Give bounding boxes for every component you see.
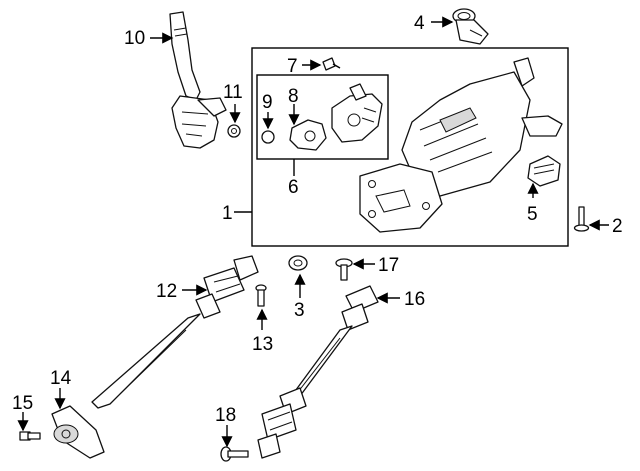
- callout-5: 5: [527, 204, 538, 225]
- callout-7: 7: [287, 56, 298, 77]
- part-12-intermediate-shaft: [91, 255, 259, 409]
- callout-2: 2: [612, 216, 623, 237]
- callout-3: 3: [294, 300, 305, 321]
- callout-15: 15: [12, 393, 33, 414]
- part-5-switch: [527, 155, 561, 187]
- callout-11: 11: [223, 82, 243, 103]
- part-13-bolt: [255, 284, 267, 307]
- callout-10: 10: [124, 28, 145, 49]
- lock-housing-bracket: [331, 83, 383, 143]
- leader-lines: [17, 16, 609, 448]
- part-8-lock-actuator: [289, 119, 327, 151]
- part-9-button: [261, 130, 275, 144]
- callout-12: 12: [156, 281, 177, 302]
- part-15-bolt: [19, 431, 41, 441]
- part-1-steering-column: [359, 57, 563, 233]
- part-4-ignition-cylinder: [452, 8, 489, 45]
- callout-13: 13: [252, 334, 273, 355]
- callout-18: 18: [215, 405, 236, 426]
- callout-8: 8: [288, 86, 299, 107]
- part-18-bolt: [220, 446, 249, 462]
- steering-column-assembly-box: [251, 47, 569, 247]
- lock-housing-kit-box: [256, 74, 389, 160]
- callout-6: 6: [288, 177, 299, 198]
- part-7-screw: [322, 57, 341, 71]
- part-17-bolt: [335, 258, 353, 281]
- callout-1: 1: [222, 203, 233, 224]
- callout-16: 16: [404, 289, 425, 310]
- callout-17: 17: [378, 255, 399, 276]
- callout-9: 9: [262, 92, 273, 113]
- part-3-nut: [288, 255, 308, 271]
- part-16-lower-shaft: [257, 285, 379, 459]
- part-10-lever: [169, 11, 227, 149]
- callout-labels: 10 4 7 11 9 8 6 1 5 2 17 12 3 16 13 14 1…: [12, 13, 623, 426]
- part-14-boot-seal: [51, 405, 105, 459]
- part-2-bolt: [573, 206, 590, 232]
- callout-14: 14: [50, 368, 72, 389]
- callout-4: 4: [414, 13, 425, 34]
- part-11-bolt: [227, 124, 241, 138]
